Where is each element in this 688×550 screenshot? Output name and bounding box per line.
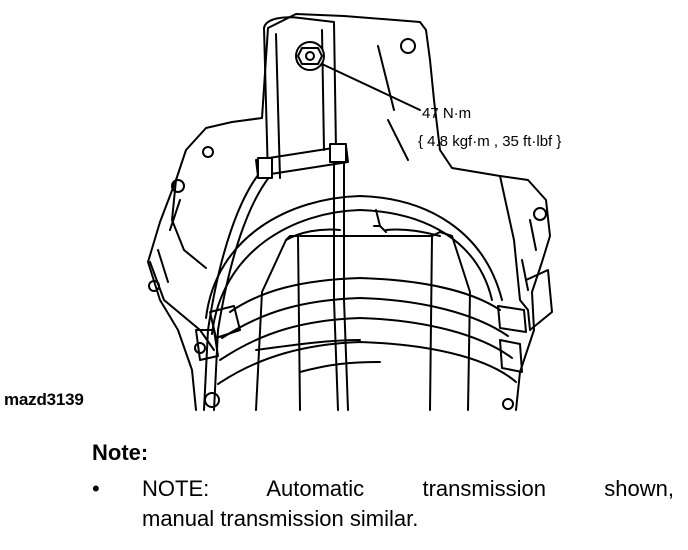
note-text-line: manual transmission similar. — [142, 506, 419, 531]
cooler-pipe-2 — [213, 175, 271, 411]
bell-housing-arc — [205, 195, 503, 319]
pipe-bracket — [263, 16, 337, 179]
mounting-bolt — [295, 41, 325, 71]
transmission-diagram: 47 N·m { 4.8 kgf·m , 35 ft·lbf } mazd313… — [4, 13, 562, 411]
transmission-line-drawing — [147, 13, 553, 411]
housing-outline — [147, 13, 551, 411]
cooler-pipe-4 — [343, 149, 349, 411]
cooler-pipe-3 — [333, 149, 339, 411]
cooler-pipe-1 — [203, 169, 263, 411]
figure-id-label: mazd3139 — [4, 390, 84, 409]
note-text: NOTE: Automatic transmission shown, manu… — [142, 474, 674, 534]
bullet-icon: • — [92, 476, 100, 501]
torque-spec-alt-units: { 4.8 kgf·m , 35 ft·lbf } — [418, 133, 562, 150]
note-heading: Note: — [92, 440, 149, 465]
note-text-line: NOTE: Automatic transmission shown, — [142, 476, 674, 501]
torque-spec-value: 47 N·m — [422, 105, 472, 122]
torque-leader-line — [321, 63, 421, 111]
